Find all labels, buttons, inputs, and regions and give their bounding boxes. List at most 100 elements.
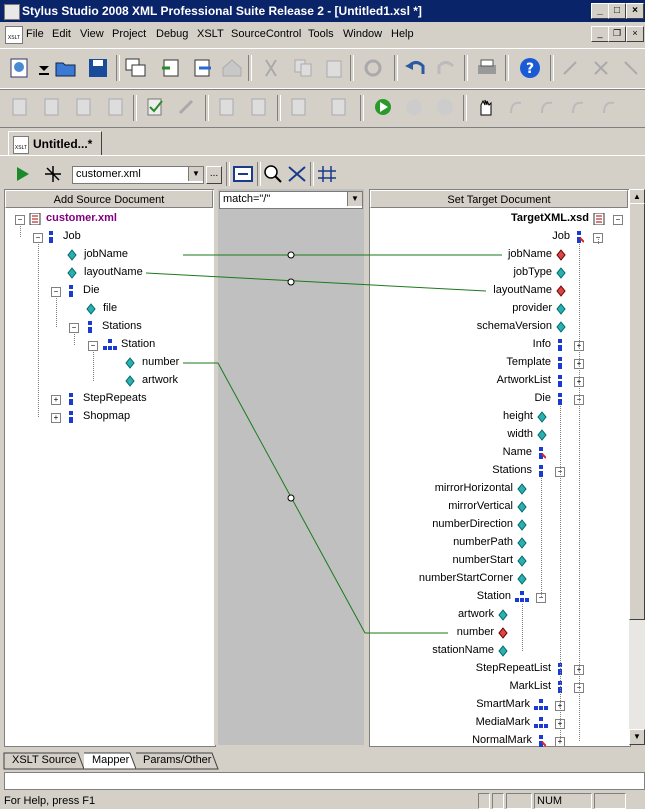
tool-disabled-3-icon[interactable]: [619, 56, 645, 80]
minimize-button[interactable]: _: [591, 3, 609, 19]
paste-icon[interactable]: [321, 56, 347, 80]
debug-step-icon[interactable]: [40, 162, 66, 186]
target-node[interactable]: Template: [506, 356, 551, 368]
pause-disabled-icon[interactable]: [401, 95, 427, 119]
collapse-right-icon[interactable]: −: [613, 215, 623, 225]
target-node[interactable]: numberPath: [453, 536, 513, 548]
check3-disabled-icon[interactable]: [103, 95, 129, 119]
target-node[interactable]: width: [507, 428, 533, 440]
run-icon[interactable]: [10, 162, 36, 186]
menu-edit[interactable]: Edit: [52, 28, 71, 40]
source-node[interactable]: Stations: [102, 320, 142, 332]
zoom-icon[interactable]: [260, 162, 286, 186]
source-node[interactable]: number: [142, 356, 180, 368]
source-node[interactable]: file: [103, 302, 118, 314]
source-node[interactable]: Shopmap: [83, 410, 131, 422]
maximize-button[interactable]: □: [608, 3, 626, 19]
target-node[interactable]: SmartMark: [476, 698, 530, 710]
target-node[interactable]: stationName: [432, 644, 494, 656]
open-folder-icon[interactable]: [53, 56, 79, 80]
collapse-left-icon[interactable]: −: [88, 341, 98, 351]
menu-sourcecontrol[interactable]: SourceControl: [231, 28, 302, 40]
save-icon[interactable]: [85, 56, 111, 80]
output-field[interactable]: [4, 772, 645, 790]
target-node[interactable]: Info: [532, 338, 551, 350]
step-over-disabled-icon[interactable]: [534, 95, 560, 119]
target-node[interactable]: layoutName: [493, 284, 552, 296]
target-node[interactable]: height: [503, 410, 533, 422]
collapse-left-icon[interactable]: −: [15, 215, 25, 225]
home-disabled-icon[interactable]: [219, 56, 245, 80]
browse-button[interactable]: ...: [206, 166, 222, 184]
target-node[interactable]: artwork: [457, 608, 494, 620]
source-node[interactable]: Station: [121, 338, 156, 350]
target-node[interactable]: jobName: [507, 248, 552, 260]
help-icon[interactable]: ?: [517, 56, 543, 80]
doc-disabled-2-icon[interactable]: [246, 95, 272, 119]
window-cascade-icon[interactable]: [123, 56, 149, 80]
xslt-new-icon[interactable]: [7, 56, 33, 80]
target-node[interactable]: StepRepeatList: [475, 662, 551, 674]
menu-view[interactable]: View: [80, 28, 104, 40]
output-window-icon[interactable]: [230, 162, 256, 186]
source-node[interactable]: jobName: [84, 248, 129, 260]
target-node[interactable]: mirrorHorizontal: [434, 482, 513, 494]
target-node[interactable]: mirrorVertical: [448, 500, 513, 512]
source-node[interactable]: artwork: [142, 374, 179, 386]
target-node[interactable]: Station: [476, 590, 511, 602]
source-node[interactable]: customer.xml: [46, 212, 117, 224]
source-node[interactable]: Job: [63, 230, 81, 242]
check2-disabled-icon[interactable]: [71, 95, 97, 119]
tab-untitled[interactable]: XSLT Untitled...*: [8, 131, 102, 157]
tab-xslt-source[interactable]: XSLT Source: [12, 754, 77, 766]
collapse-left-icon[interactable]: −: [69, 323, 79, 333]
tab-mapper[interactable]: Mapper: [92, 754, 130, 766]
xslt-doc-icon[interactable]: XSLT: [5, 26, 23, 44]
tool-disabled-1-icon[interactable]: [558, 56, 584, 80]
validate-disabled-icon[interactable]: [7, 95, 33, 119]
source-file-dropdown[interactable]: customer.xml▼: [72, 166, 204, 184]
source-node[interactable]: StepRepeats: [83, 392, 147, 404]
tab-params-other[interactable]: Params/Other: [143, 754, 212, 766]
set-target-document-button[interactable]: Set Target Document: [370, 190, 628, 208]
menu-tools[interactable]: Tools: [308, 28, 334, 40]
tool-disabled-2-icon[interactable]: [589, 56, 615, 80]
menu-debug[interactable]: Debug: [156, 28, 189, 40]
target-node[interactable]: Die: [534, 392, 551, 404]
menu-xslt[interactable]: XSLT: [197, 28, 224, 40]
add-source-document-button[interactable]: Add Source Document: [5, 190, 213, 208]
add-check-icon[interactable]: [142, 95, 168, 119]
target-node[interactable]: numberStartCorner: [418, 572, 513, 584]
target-node[interactable]: jobType: [513, 266, 552, 278]
copy-icon[interactable]: [290, 56, 316, 80]
edit-disabled-icon[interactable]: [174, 95, 200, 119]
cut-icon[interactable]: [258, 56, 284, 80]
stylus-studio-icon[interactable]: [4, 4, 20, 20]
stop-disabled-icon[interactable]: [432, 95, 458, 119]
expand-left-icon[interactable]: +: [51, 413, 61, 423]
scroll-down-button[interactable]: ▼: [629, 729, 645, 745]
menu-project[interactable]: Project: [112, 28, 147, 40]
chevron-down-icon[interactable]: ▼: [347, 192, 362, 206]
target-node[interactable]: TargetXML.xsd: [510, 212, 589, 224]
grid-icon[interactable]: [314, 162, 340, 186]
target-node[interactable]: NormalMark: [472, 734, 532, 746]
mdi-minimize-button[interactable]: _: [591, 26, 609, 42]
menu-file[interactable]: File: [26, 28, 44, 40]
target-node[interactable]: provider: [512, 302, 552, 314]
step-into-disabled-icon[interactable]: [503, 95, 529, 119]
target-node[interactable]: Name: [502, 446, 532, 458]
collapse-icon[interactable]: [284, 162, 310, 186]
redo-icon[interactable]: [433, 56, 459, 80]
mapping-canvas[interactable]: match="/"▼: [218, 189, 364, 745]
check-disabled-icon[interactable]: [39, 95, 65, 119]
undo-icon[interactable]: [403, 56, 429, 80]
target-node[interactable]: MarkList: [509, 680, 551, 692]
collapse-left-icon[interactable]: −: [33, 233, 43, 243]
target-node[interactable]: ArtworkList: [496, 374, 551, 386]
target-node[interactable]: MediaMark: [475, 716, 530, 728]
target-node[interactable]: Job: [552, 230, 570, 242]
target-node[interactable]: number: [456, 626, 494, 638]
export-icon[interactable]: [189, 56, 215, 80]
close-button[interactable]: ×: [626, 3, 644, 19]
